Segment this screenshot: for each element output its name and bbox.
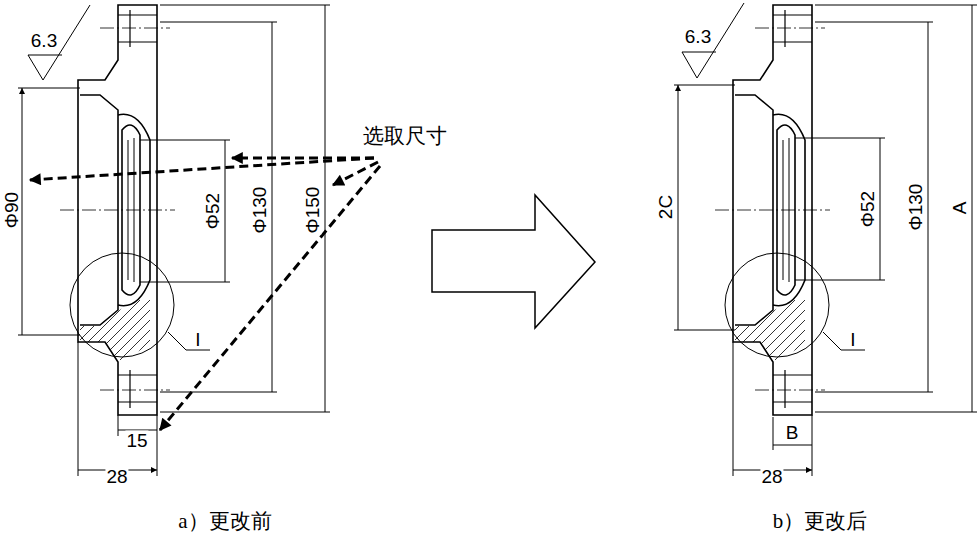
dimension-lines [18,5,330,476]
dimension-text: A [950,201,969,216]
dimension-text: Φ150 [303,186,322,235]
selection-arrows [333,162,378,185]
change-arrow [432,195,595,328]
flange-before [50,5,190,415]
selection-arrows [30,158,380,430]
dimension-text: Φ52 [858,190,877,228]
dimension-text: Φ130 [250,186,269,235]
selection-arrows [30,158,374,180]
dimension-lines [823,332,865,350]
dimension-lines [28,5,90,80]
dimension-text: 28 [760,467,783,486]
dimension-text: Φ90 [2,191,21,229]
note-text: 选取尺寸 [362,126,448,147]
dimension-text: Φ52 [203,192,222,230]
dimension-lines [678,5,972,470]
roughness-value: 6.3 [684,27,712,46]
selection-arrows [160,166,380,430]
dimension-text: 28 [105,467,128,486]
dimension-text: Φ130 [906,183,925,232]
subfigure-caption: a）更改前 [177,511,272,532]
dimension-lines [674,5,977,476]
dimension-lines [22,5,325,470]
flange-after [705,5,845,415]
subfigure-caption: b）更改后 [772,511,869,532]
detail-callout: I [849,330,856,349]
detail-callout: I [194,330,201,349]
dimension-lines [168,332,210,350]
dimension-lines [18,3,977,476]
dimension-text: 15 [125,431,148,450]
roughness-value: 6.3 [30,31,58,50]
dimension-text: B [785,423,800,442]
dimension-lines [682,3,744,78]
dimension-text: 2C [656,194,675,220]
